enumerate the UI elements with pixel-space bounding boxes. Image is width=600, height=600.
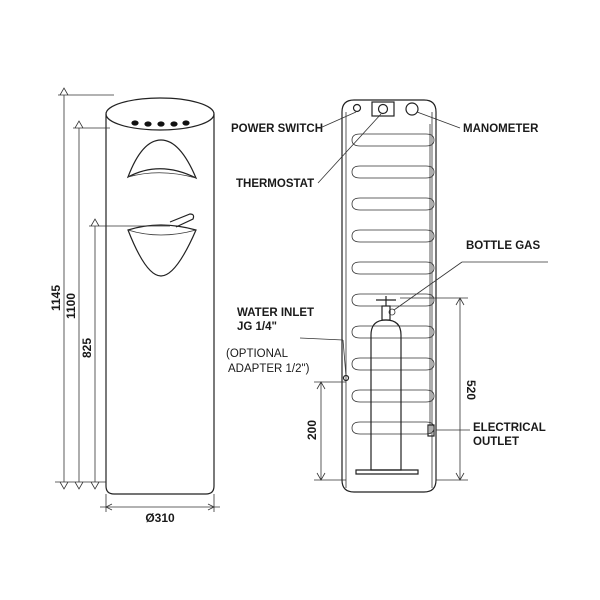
upper-opening	[126, 139, 198, 180]
dim-diameter-label: Ø310	[145, 511, 175, 525]
dim-1100-label: 1100	[64, 293, 78, 319]
callout-electrical-line1: ELECTRICAL	[473, 422, 546, 434]
callout-manometer: MANOMETER	[463, 123, 539, 135]
dispense-opening	[127, 224, 197, 277]
callout-bottle-gas: BOTTLE GAS	[466, 240, 540, 252]
callout-optional-line1: (OPTIONAL	[226, 348, 289, 360]
front-view: 1145 1100 825 Ø310	[49, 87, 220, 525]
front-body-outline	[105, 114, 215, 495]
coil-loop	[351, 133, 435, 147]
front-top-cap	[105, 97, 215, 131]
electrical-outlet-box	[427, 424, 435, 437]
callout-optional-line2: ADAPTER 1/2")	[228, 363, 310, 375]
callout-water-inlet-line1: WATER INLET	[237, 307, 314, 319]
callout-electrical-line2: OUTLET	[473, 436, 519, 448]
power-switch-box	[371, 101, 395, 117]
coil-loop	[351, 325, 435, 339]
coil-loop	[351, 229, 435, 243]
tap-spout	[169, 213, 195, 228]
dim-1145-label: 1145	[49, 285, 63, 311]
callout-water-inlet-line2: JG 1/4"	[237, 321, 277, 333]
thermostat-knob	[377, 103, 389, 115]
dim-200-label: 200	[305, 420, 319, 440]
coil-loop	[351, 389, 435, 403]
callout-thermostat: THERMOSTAT	[236, 178, 314, 190]
coil-loop	[351, 293, 435, 307]
front-top-buttons	[131, 120, 190, 127]
power-indicator	[352, 103, 362, 113]
callouts: POWER SWITCH THERMOSTAT MANOMETER BOTTLE…	[226, 111, 548, 448]
coil-loop	[351, 197, 435, 211]
coil-loop	[351, 261, 435, 275]
coil-loop	[351, 357, 435, 371]
cooling-coil	[351, 124, 435, 435]
coil-loop	[351, 165, 435, 179]
callout-power-switch: POWER SWITCH	[231, 123, 323, 135]
dim-825-label: 825	[80, 338, 94, 358]
coil-loop	[351, 421, 435, 435]
internal-view: 200 520	[305, 99, 478, 493]
gas-bottle	[355, 296, 419, 475]
dim-520-label: 520	[464, 380, 478, 400]
manometer-dial	[405, 102, 419, 116]
